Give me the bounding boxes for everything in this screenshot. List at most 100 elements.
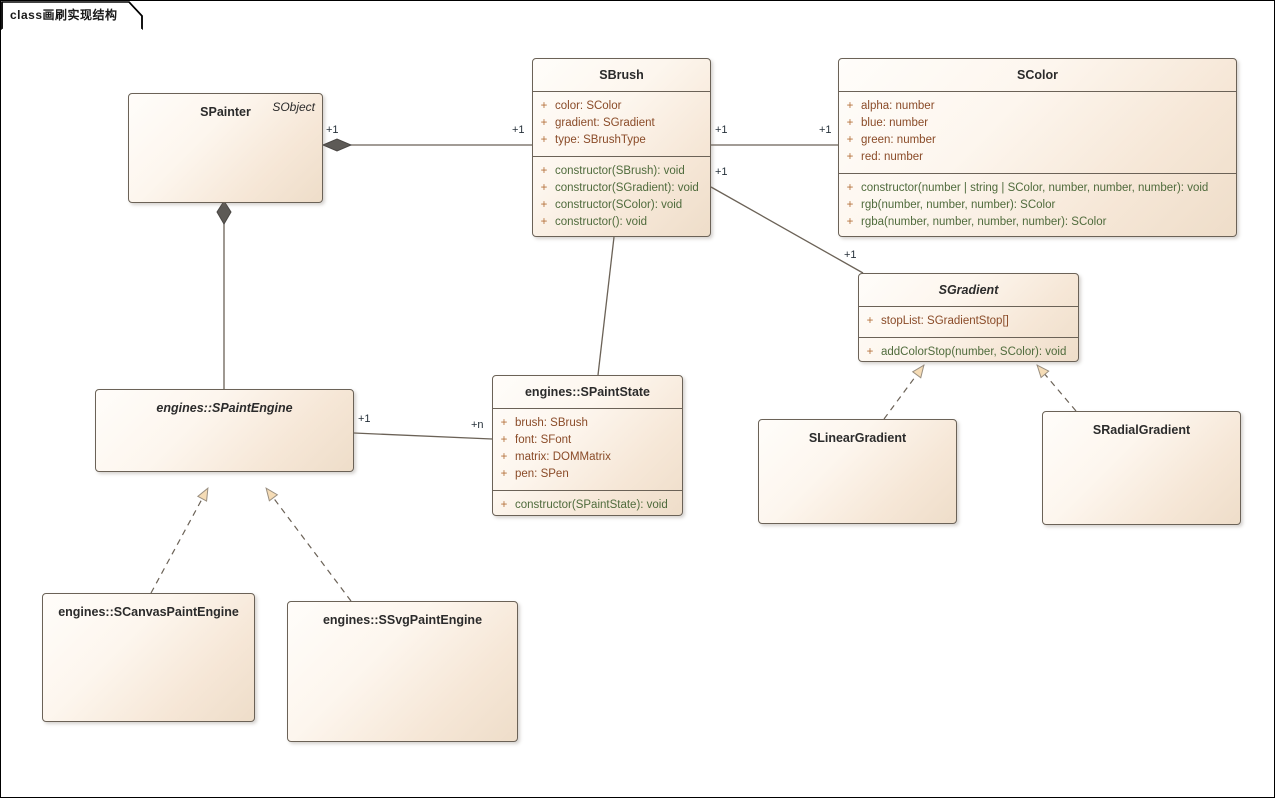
operation-label: constructor(SGradient): void (555, 182, 699, 194)
attribute-row: + font: SFont (493, 432, 682, 449)
attribute-label: green: number (861, 134, 936, 146)
frame-tab-shape (1, 1, 143, 31)
visibility-marker: + (846, 199, 854, 211)
visibility-marker: + (846, 151, 854, 163)
attribute-label: matrix: DOMMatrix (515, 451, 611, 463)
attribute-label: type: SBrushType (555, 134, 646, 146)
multiplicity-painter-brush-source: +1 (326, 124, 339, 136)
attribute-label: alpha: number (861, 100, 935, 112)
class-box-scanvaspaintengine[interactable]: engines::SCanvasPaintEngine (42, 593, 255, 722)
operation-row: + rgb(number, number, number): SColor (839, 197, 1236, 214)
class-box-ssvgpaintengine[interactable]: engines::SSvgPaintEngine (287, 601, 518, 742)
attribute-row: + color: SColor (533, 98, 710, 115)
operations-section-scolor: + constructor(number | string | SColor, … (839, 173, 1236, 236)
class-box-sgradient[interactable]: SGradient + stopList: SGradientStop[] + … (858, 273, 1079, 362)
visibility-marker: + (540, 199, 548, 211)
attributes-section-sgradient: + stopList: SGradientStop[] (859, 307, 1078, 337)
attribute-row: + matrix: DOMMatrix (493, 449, 682, 466)
operation-label: addColorStop(number, SColor): void (881, 346, 1067, 358)
operation-row: + constructor(SBrush): void (533, 163, 710, 180)
operation-row: + constructor(number | string | SColor, … (839, 180, 1236, 197)
connector-brush-to-paintstate (597, 236, 615, 376)
visibility-marker: + (846, 100, 854, 112)
class-box-sradialgradient[interactable]: SRadialGradient (1042, 411, 1241, 525)
attribute-label: gradient: SGradient (555, 117, 655, 129)
connector-painter-to-brush (321, 138, 532, 152)
operation-label: constructor(SPaintState): void (515, 499, 668, 511)
class-box-slineargradient[interactable]: SLinearGradient (758, 419, 957, 524)
connector-paintengine-to-paintstate (353, 432, 493, 440)
attribute-label: brush: SBrush (515, 417, 588, 429)
class-name-scanvaspaintengine: engines::SCanvasPaintEngine (58, 605, 239, 619)
attributes-section-sbrush: + color: SColor + gradient: SGradient + … (533, 92, 710, 156)
class-name-spaintstate: engines::SPaintState (493, 376, 682, 409)
operation-label: constructor(SColor): void (555, 199, 683, 211)
visibility-marker: + (500, 468, 508, 480)
visibility-marker: + (846, 182, 854, 194)
multiplicity-brush-gradient-source: +1 (715, 166, 728, 178)
operation-label: constructor(number | string | SColor, nu… (861, 182, 1209, 194)
class-box-spainter[interactable]: SObject SPainter (128, 93, 323, 203)
visibility-marker: + (846, 134, 854, 146)
diagram-title: class画刷实现结构 (10, 8, 118, 22)
multiplicity-engine-state-target: +n (471, 419, 484, 431)
operation-row: + addColorStop(number, SColor): void (859, 344, 1078, 361)
connector-radialgradient-realizes-gradient (1036, 364, 1077, 412)
visibility-marker: + (540, 165, 548, 177)
class-name-spaintengine: engines::SPaintEngine (156, 401, 293, 415)
visibility-marker: + (500, 499, 508, 511)
operation-row: + rgba(number, number, number, number): … (839, 214, 1236, 231)
connector-canvaspaintengine-realizes-paintengine (150, 487, 209, 594)
class-name-sradialgradient: SRadialGradient (1092, 423, 1191, 437)
class-name-scolor: SColor (839, 59, 1236, 92)
operation-label: constructor(SBrush): void (555, 165, 685, 177)
visibility-marker: + (866, 315, 874, 327)
operation-row: + constructor(SGradient): void (533, 180, 710, 197)
attribute-row: + gradient: SGradient (533, 115, 710, 132)
attribute-row: + blue: number (839, 115, 1236, 132)
attributes-section-spaintstate: + brush: SBrush + font: SFont + matrix: … (493, 409, 682, 490)
attribute-label: color: SColor (555, 100, 622, 112)
visibility-marker: + (846, 117, 854, 129)
class-box-spaintengine[interactable]: engines::SPaintEngine (95, 389, 354, 472)
attribute-label: stopList: SGradientStop[] (881, 315, 1009, 327)
operation-label: rgba(number, number, number, number): SC… (861, 216, 1107, 228)
class-box-spaintstate[interactable]: engines::SPaintState + brush: SBrush + f… (492, 375, 683, 516)
attribute-label: pen: SPen (515, 468, 569, 480)
visibility-marker: + (846, 216, 854, 228)
visibility-marker: + (540, 182, 548, 194)
diagram-frame-tab: class画刷实现结构 (1, 1, 143, 31)
class-box-scolor[interactable]: SColor + alpha: number + blue: number + … (838, 58, 1237, 237)
attribute-row: + brush: SBrush (493, 415, 682, 432)
class-box-sbrush[interactable]: SBrush + color: SColor + gradient: SGrad… (532, 58, 711, 237)
operation-row: + constructor(SPaintState): void (493, 497, 682, 514)
attribute-label: blue: number (861, 117, 929, 129)
class-stereotype-sobject: SObject (272, 100, 315, 114)
multiplicity-brush-gradient-target: +1 (844, 249, 857, 261)
visibility-marker: + (500, 434, 508, 446)
operation-row: + constructor(): void (533, 214, 710, 231)
class-name-ssvgpaintengine: engines::SSvgPaintEngine (322, 613, 483, 627)
attribute-label: font: SFont (515, 434, 572, 446)
operations-section-spaintstate: + constructor(SPaintState): void (493, 490, 682, 515)
connector-svgpaintengine-realizes-paintengine (265, 487, 352, 602)
visibility-marker: + (500, 417, 508, 429)
connector-painter-to-paintengine (216, 200, 232, 389)
class-name-slineargradient: SLinearGradient (808, 431, 907, 445)
visibility-marker: + (540, 134, 548, 146)
class-name-sbrush: SBrush (533, 59, 710, 92)
operation-label: rgb(number, number, number): SColor (861, 199, 1056, 211)
attribute-row: + type: SBrushType (533, 132, 710, 149)
visibility-marker: + (540, 216, 548, 228)
operation-label: constructor(): void (555, 216, 648, 228)
attribute-row: + alpha: number (839, 98, 1236, 115)
operation-row: + constructor(SColor): void (533, 197, 710, 214)
operations-section-sbrush: + constructor(SBrush): void + constructo… (533, 156, 710, 236)
class-name-spainter: SPainter (200, 105, 251, 119)
class-name-sgradient: SGradient (859, 274, 1078, 307)
multiplicity-engine-state-source: +1 (358, 413, 371, 425)
operations-section-sgradient: + addColorStop(number, SColor): void (859, 337, 1078, 361)
attribute-row: + red: number (839, 149, 1236, 166)
multiplicity-brush-color-source: +1 (715, 124, 728, 136)
